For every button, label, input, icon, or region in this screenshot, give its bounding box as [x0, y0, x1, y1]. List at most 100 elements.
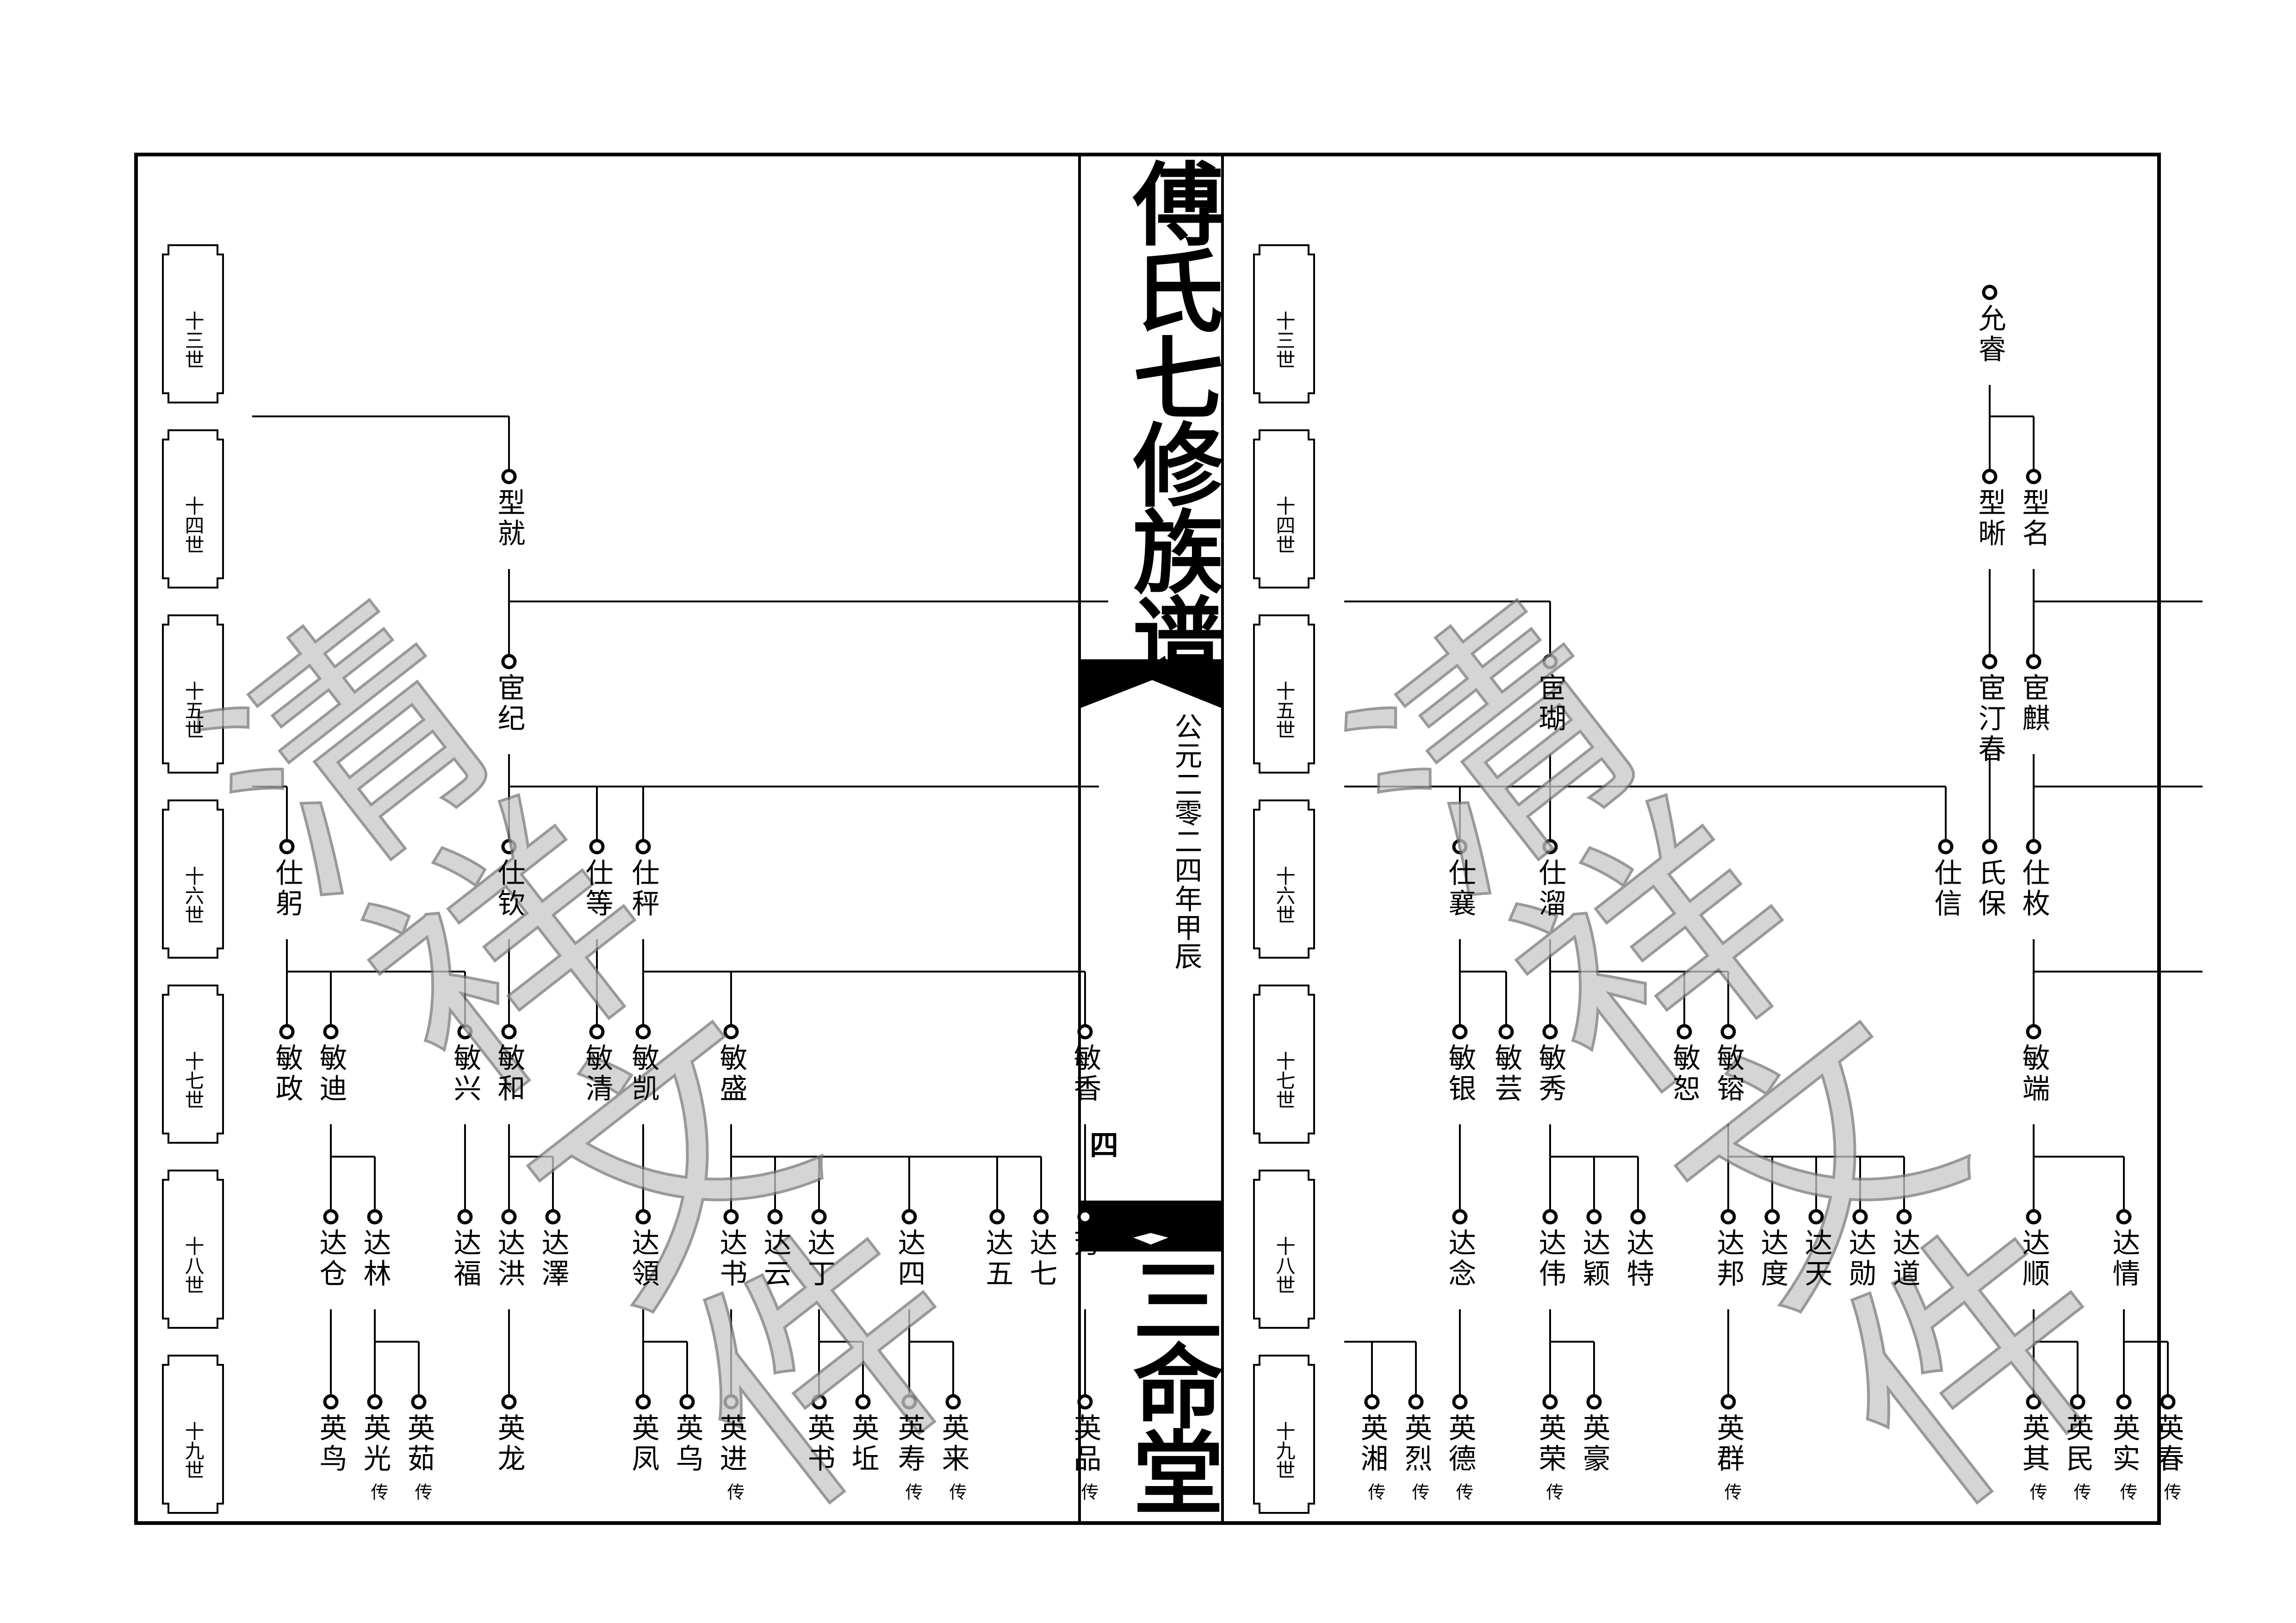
person-node — [2026, 654, 2042, 669]
person-node — [1542, 839, 1558, 855]
person-node — [367, 1209, 383, 1225]
person-name: 英来 — [937, 1413, 969, 1474]
person-node — [589, 839, 605, 855]
generation-label: 十四世 — [182, 496, 205, 554]
person-name: 敏政 — [271, 1043, 303, 1104]
person-name: 英荣 — [1534, 1413, 1566, 1474]
person-node — [323, 1209, 339, 1225]
generation-box — [1253, 429, 1315, 588]
person-name: 英德 — [1444, 1413, 1476, 1474]
generation-label: 十三世 — [1273, 311, 1296, 369]
person-node — [1630, 1209, 1646, 1225]
person-node — [457, 1024, 473, 1040]
person-name: 英茹 — [403, 1413, 435, 1474]
person-name: 敏镕 — [1712, 1043, 1744, 1104]
person-node — [1586, 1209, 1602, 1225]
generation-label: 十七世 — [182, 1051, 205, 1109]
person-name: 英乌 — [671, 1413, 703, 1474]
person-name: 敏银 — [1444, 1043, 1476, 1104]
person-name: 达林 — [359, 1228, 391, 1289]
person-name: 英其 — [2017, 1413, 2050, 1474]
generation-label: 十六世 — [182, 866, 205, 924]
generation-label: 十七世 — [1273, 1051, 1296, 1109]
generation-box — [162, 1355, 224, 1514]
person-name: 敏兴 — [449, 1043, 481, 1104]
person-name: 英湘 — [1356, 1413, 1388, 1474]
person-node — [279, 1024, 295, 1040]
person-name: 仕信 — [1930, 858, 1962, 919]
person-node — [501, 469, 517, 484]
person-node — [1542, 1024, 1558, 1040]
person-name: 英春 — [2152, 1413, 2184, 1474]
person-node — [501, 654, 517, 669]
person-node — [1542, 1209, 1558, 1225]
person-name: 达福 — [449, 1228, 481, 1289]
person-node — [1542, 654, 1558, 669]
generation-label: 十四世 — [1273, 496, 1296, 554]
person-node — [1982, 839, 1998, 855]
person-name: 敏端 — [2017, 1043, 2050, 1104]
person-node — [411, 1394, 427, 1410]
person-name: 英实 — [2108, 1413, 2140, 1474]
generation-box — [162, 614, 224, 774]
person-name: 允睿 — [1973, 304, 2006, 365]
person-node — [1077, 1394, 1093, 1410]
generation-box — [162, 244, 224, 403]
person-node — [989, 1209, 1005, 1225]
person-name: 英光 — [359, 1413, 391, 1474]
person-node — [1808, 1209, 1824, 1225]
spine-top-chevron — [1081, 659, 1221, 708]
person-name: 型就 — [493, 488, 525, 549]
hall-name: 三命堂 — [1117, 1254, 1224, 1512]
person-node — [1764, 1209, 1780, 1225]
person-name: 英凤 — [627, 1413, 659, 1474]
person-node — [323, 1024, 339, 1040]
person-name: 达念 — [1444, 1228, 1476, 1289]
generation-label: 十六世 — [1273, 866, 1296, 924]
generation-box — [1253, 244, 1315, 403]
person-node — [2160, 1394, 2176, 1410]
person-name: 英寿 — [893, 1413, 925, 1474]
person-node — [279, 839, 295, 855]
person-name: 达特 — [1622, 1228, 1654, 1289]
publication-date: 公元二零二四年甲辰 — [1170, 712, 1202, 971]
generation-box — [1253, 799, 1315, 959]
person-node — [1452, 839, 1468, 855]
person-name: 达颖 — [1578, 1228, 1610, 1289]
chuan-mark: 传 — [1721, 1483, 1742, 1500]
person-name: 英龙 — [493, 1413, 525, 1474]
person-node — [635, 1394, 651, 1410]
person-name: 氏保 — [1973, 858, 2006, 919]
chuan-mark: 传 — [2027, 1483, 2047, 1500]
page-frame — [134, 153, 2161, 1525]
person-node — [2026, 469, 2042, 484]
person-node — [2026, 1024, 2042, 1040]
person-name: 宦纪 — [493, 673, 525, 734]
chuan-mark: 传 — [2071, 1483, 2091, 1500]
person-name: 型晰 — [1973, 488, 2006, 549]
person-name: 达丁 — [803, 1228, 835, 1289]
person-node — [501, 1024, 517, 1040]
person-name: 仕枚 — [2017, 858, 2050, 919]
person-name: 达道 — [1888, 1228, 1920, 1289]
person-node — [1452, 1024, 1468, 1040]
chuan-mark: 传 — [1409, 1483, 1429, 1500]
person-name: 仕等 — [581, 858, 613, 919]
person-node — [1720, 1024, 1736, 1040]
chuan-mark: 传 — [902, 1483, 923, 1500]
chuan-mark: 传 — [1365, 1483, 1385, 1500]
person-name: 敏迪 — [315, 1043, 347, 1104]
person-name: 达勋 — [1844, 1228, 1876, 1289]
chuan-mark: 传 — [946, 1483, 967, 1500]
person-name: 敏秀 — [1534, 1043, 1566, 1104]
person-node — [589, 1024, 605, 1040]
person-node — [1542, 1394, 1558, 1410]
person-node — [323, 1394, 339, 1410]
person-name: 仕襄 — [1444, 858, 1476, 919]
person-node — [2116, 1209, 2132, 1225]
person-name: 达伟 — [1534, 1228, 1566, 1289]
person-name: 达天 — [1800, 1228, 1832, 1289]
generation-label: 十五世 — [1273, 681, 1296, 739]
generation-box — [1253, 1170, 1315, 1329]
